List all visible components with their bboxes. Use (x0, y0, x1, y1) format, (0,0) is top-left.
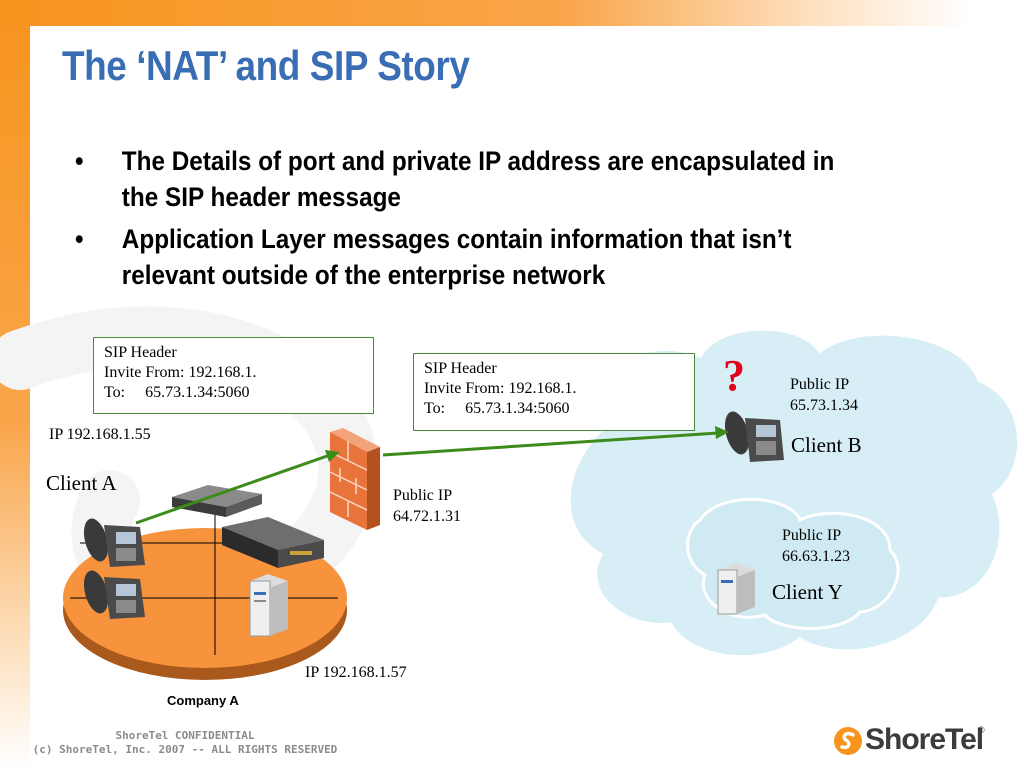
sip-invite-from: Invite From: 192.168.1. (424, 380, 577, 397)
router-icon (172, 485, 262, 517)
firewall-ip: 64.72.1.31 (393, 508, 461, 525)
phone-icon (83, 518, 145, 567)
client-y-public-ip-label: Public IP (782, 527, 842, 544)
server-icon (717, 563, 755, 615)
signal-arrows (135, 426, 729, 525)
phone-icon (724, 411, 784, 462)
server-ip: IP 192.168.1.57 (305, 664, 407, 681)
sip-header-box-right: SIP Header Invite From: 192.168.1. To: 6… (413, 353, 695, 431)
sip-header-box-left: SIP Header Invite From: 192.168.1. To: 6… (93, 337, 374, 414)
client-a-label: Client A (46, 471, 117, 495)
client-b-ip: 65.73.1.34 (790, 397, 858, 414)
sip-header-title: SIP Header (104, 344, 177, 361)
bullet-item: • Application Layer messages contain inf… (75, 221, 849, 293)
client-b-label: Client B (791, 433, 862, 457)
switch-icon (222, 517, 324, 568)
client-y-label: Client Y (772, 580, 843, 604)
sip-to: To: 65.73.1.34:5060 (424, 400, 570, 417)
top-orange-band (0, 0, 1024, 26)
client-a-ip: IP 192.168.1.55 (49, 426, 151, 443)
bullet-marker: • (75, 224, 84, 254)
footer-confidential: ShoreTel CONFIDENTIAL (115, 729, 255, 742)
bullet-text: The Details of port and private IP addre… (121, 146, 835, 212)
logo-text: ShoreTel (865, 723, 984, 756)
firewall-public-ip-label: Public IP (393, 487, 453, 504)
logo-registered-mark: ® (978, 725, 985, 735)
slide-title: The ‘NAT’ and SIP Story (62, 42, 470, 89)
sip-header-title: SIP Header (424, 360, 497, 377)
question-mark: ? (723, 351, 745, 400)
sip-to: To: 65.73.1.34:5060 (104, 384, 250, 401)
client-y-ip: 66.63.1.23 (782, 548, 850, 565)
logo-mark-icon (834, 727, 862, 755)
sip-invite-from: Invite From: 192.168.1. (104, 364, 257, 381)
footer-copyright: (c) ShoreTel, Inc. 2007 -- ALL RIGHTS RE… (32, 743, 338, 756)
firewall-icon (329, 428, 380, 530)
bullet-text: Application Layer messages contain infor… (121, 224, 792, 290)
shoretel-logo: ShoreTel ® (833, 723, 993, 763)
phone-icon (83, 570, 145, 619)
company-label: Company A (167, 693, 239, 708)
footer: ShoreTel CONFIDENTIAL (c) ShoreTel, Inc.… (20, 729, 350, 757)
bullet-list: • The Details of port and private IP add… (75, 143, 849, 299)
server-icon (249, 574, 288, 637)
bullet-marker: • (75, 146, 84, 176)
client-b-public-ip-label: Public IP (790, 376, 850, 393)
bullet-item: • The Details of port and private IP add… (75, 143, 849, 215)
